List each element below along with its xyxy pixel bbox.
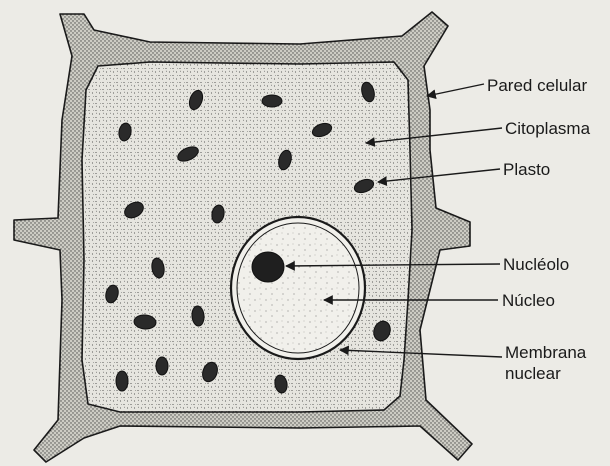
plastid: [116, 371, 128, 391]
nucleus: [237, 223, 359, 353]
label-nucleo: Núcleo: [502, 290, 555, 311]
cytoplasm: [82, 62, 412, 412]
label-membrana-nuclear-line2: nuclear: [505, 363, 561, 384]
label-plasto: Plasto: [503, 159, 550, 180]
label-citoplasma: Citoplasma: [505, 118, 590, 139]
label-membrana-nuclear-line1: Membrana: [505, 342, 586, 363]
plastid: [156, 357, 168, 375]
leader-pared-celular: [427, 84, 484, 96]
plastid: [262, 95, 282, 107]
label-nucleolo: Nucléolo: [503, 254, 569, 275]
label-pared-celular: Pared celular: [487, 75, 587, 96]
nucleolus: [252, 252, 284, 282]
